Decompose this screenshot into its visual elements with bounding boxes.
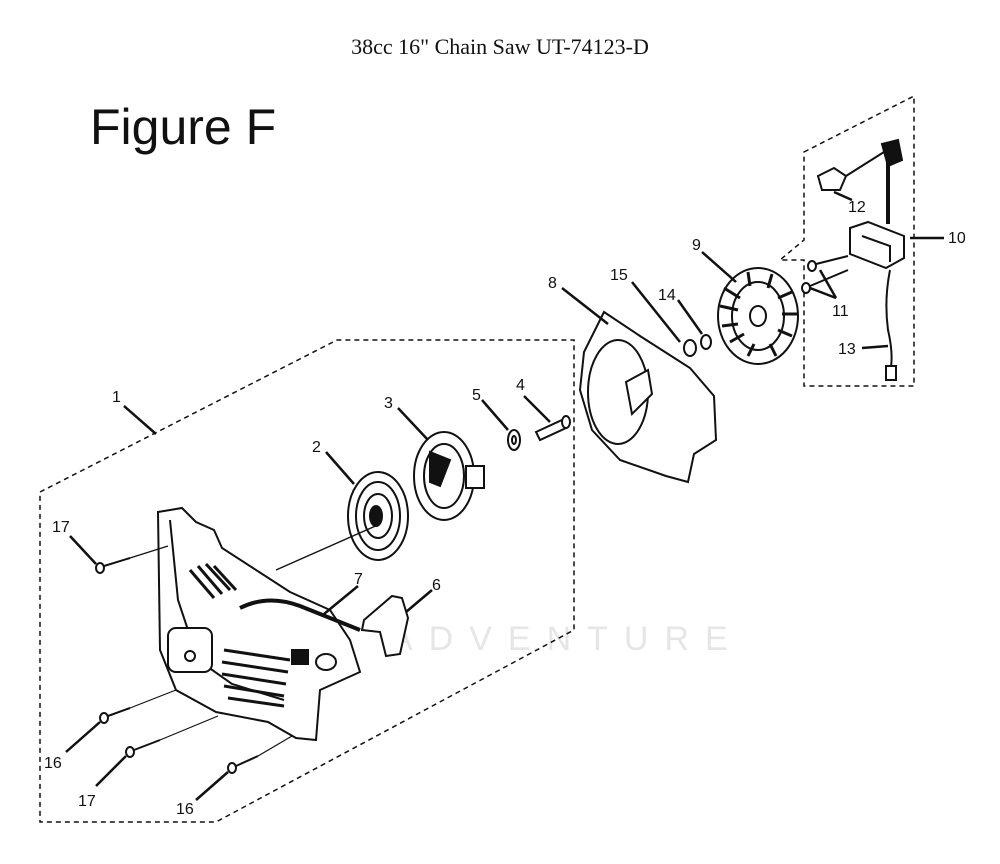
assembly-lines bbox=[129, 545, 293, 757]
callout-5: 5 bbox=[472, 387, 481, 404]
pulley-screw bbox=[534, 415, 571, 442]
callout-7: 7 bbox=[354, 571, 363, 588]
starter-pulley bbox=[413, 431, 485, 521]
callout-1: 1 bbox=[112, 389, 121, 406]
starter-handle bbox=[360, 594, 410, 658]
watermark-text: ADVENTURE bbox=[390, 620, 744, 658]
callout-16-bottom: 16 bbox=[176, 801, 194, 818]
ground-wire bbox=[885, 269, 897, 381]
housing-screws bbox=[95, 557, 259, 774]
flywheel-washer bbox=[700, 334, 712, 350]
callout-15: 15 bbox=[610, 267, 628, 284]
assembly-boundary-ignition bbox=[777, 94, 915, 387]
callout-14: 14 bbox=[658, 287, 676, 304]
flywheel bbox=[717, 267, 799, 365]
module-screws bbox=[801, 255, 849, 294]
ignition-module bbox=[849, 138, 905, 270]
callout-17-left: 17 bbox=[52, 519, 70, 536]
rewind-spring bbox=[347, 471, 409, 561]
callout-3: 3 bbox=[384, 395, 393, 412]
washer bbox=[507, 429, 521, 451]
callout-16-left: 16 bbox=[44, 755, 62, 772]
assembly-boundary-left bbox=[39, 339, 575, 823]
callout-11: 11 bbox=[832, 303, 849, 320]
callout-9: 9 bbox=[692, 237, 701, 254]
spark-plug-boot bbox=[816, 151, 885, 191]
callout-10: 10 bbox=[948, 230, 966, 247]
callout-4: 4 bbox=[516, 377, 525, 394]
starter-housing bbox=[156, 506, 362, 742]
callout-8: 8 bbox=[548, 275, 557, 292]
leader-lines bbox=[65, 190, 944, 801]
callout-2: 2 bbox=[312, 439, 321, 456]
callout-13: 13 bbox=[838, 341, 856, 358]
callout-12: 12 bbox=[848, 199, 866, 216]
callout-17-bottom: 17 bbox=[78, 793, 96, 810]
rope-line bbox=[275, 523, 381, 571]
flywheel-nut bbox=[683, 339, 697, 357]
callout-6: 6 bbox=[432, 577, 441, 594]
document-title: 38cc 16" Chain Saw UT-74123-D bbox=[351, 34, 649, 59]
figure-label: Figure F bbox=[90, 99, 277, 155]
fan-housing bbox=[578, 310, 718, 484]
